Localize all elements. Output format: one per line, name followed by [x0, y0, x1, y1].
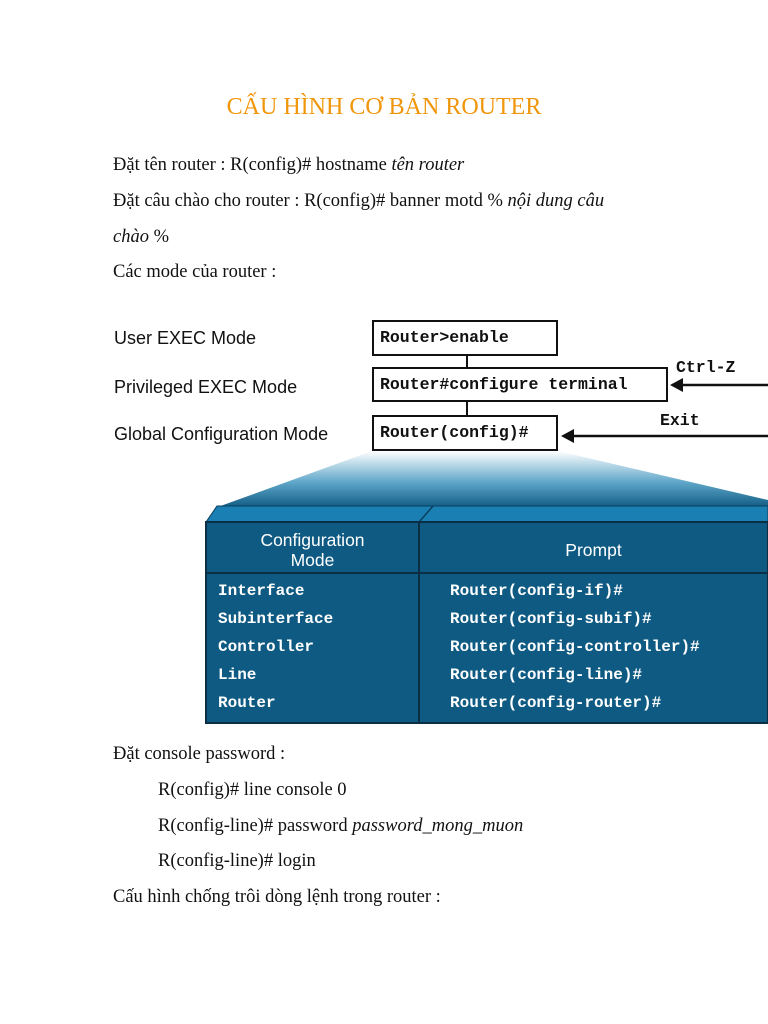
banner-cont-text: % [148, 227, 170, 247]
ctrl-z-label: Ctrl-Z [676, 358, 736, 377]
command-box-configure-terminal: Router#configure terminal [372, 367, 668, 402]
page-title: CẤU HÌNH CƠ BẢN ROUTER [226, 94, 542, 120]
command-box-config: Router(config)# [372, 415, 558, 451]
table-cell-prompt: Router(config-line)# [450, 666, 643, 684]
banner-italic: nội dung câu [507, 191, 605, 211]
mode-label-user-exec: User EXEC Mode [114, 328, 257, 348]
table-cell-prompt: Router(config-controller)# [450, 638, 700, 656]
mode-label-privileged-exec: Privileged EXEC Mode [114, 377, 298, 397]
console-command-2-text: R(config-line)# password [158, 816, 353, 836]
ctrl-z-arrowhead [670, 378, 683, 392]
table-top-divider [418, 505, 434, 523]
mode-label-global-config: Global Configuration Mode [114, 424, 329, 444]
table-cell-mode: Line [218, 666, 257, 684]
logging-heading: Cấu hình chống trôi dòng lệnh trong rout… [113, 887, 441, 907]
exit-arrowhead [561, 429, 574, 443]
hostname-text: Đặt tên router : R(config)# hostname [113, 155, 392, 175]
modes-line: Các mode của router : [113, 262, 277, 282]
banner-text: Đặt câu chào cho router : R(config)# ban… [113, 191, 508, 211]
table-header-mode: Configuration Mode [260, 530, 365, 570]
table-cell-mode: Router [218, 694, 276, 712]
table-top-face [205, 505, 768, 523]
console-command-2: R(config-line)# password password_mong_m… [158, 815, 523, 837]
table-cell-prompt: Router(config-if)# [450, 582, 623, 600]
table-cell-mode: Controller [218, 638, 315, 656]
command-box-enable: Router>enable [372, 320, 558, 356]
banner-cont-italic: chào [113, 227, 149, 247]
table-cell-prompt: Router(config-subif)# [450, 610, 652, 628]
table-cell-prompt: Router(config-router)# [450, 694, 662, 712]
banner-line: Đặt câu chào cho router : R(config)# ban… [113, 190, 604, 212]
console-command-2-italic: password_mong_muon [352, 816, 524, 836]
hostname-italic: tên router [391, 155, 465, 175]
console-heading: Đặt console password : [113, 744, 286, 764]
hostname-line: Đặt tên router : R(config)# hostname tên… [113, 154, 464, 176]
console-command-3: R(config-line)# login [158, 851, 316, 871]
banner-line-continued: chào % [113, 226, 169, 248]
exit-label: Exit [660, 411, 700, 430]
table-cell-mode: Interface [218, 582, 305, 600]
funnel-shape [215, 451, 768, 508]
console-command-1: R(config)# line console 0 [158, 780, 347, 800]
table-cell-mode: Subinterface [218, 610, 334, 628]
table-header-prompt: Prompt [565, 540, 622, 560]
